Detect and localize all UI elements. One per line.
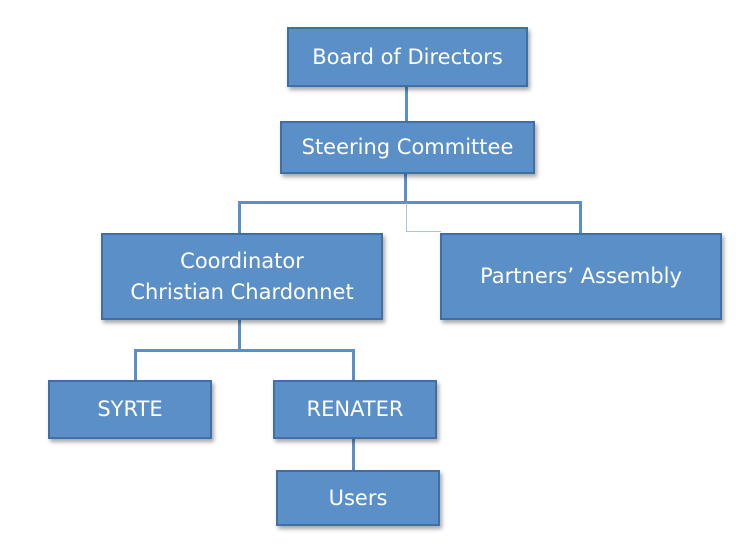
- node-renater: RENATER: [273, 380, 437, 439]
- node-steering-committee: Steering Committee: [280, 121, 535, 174]
- node-board-of-directors: Board of Directors: [287, 27, 528, 87]
- node-syrte-label: SYRTE: [97, 397, 163, 421]
- node-syrte: SYRTE: [48, 380, 212, 439]
- node-board-of-directors-label: Board of Directors: [312, 44, 503, 69]
- connector-steering-branch: [238, 201, 582, 204]
- connector-board-steering: [405, 86, 408, 122]
- connector-coordinator-trunk: [238, 318, 241, 351]
- node-coordinator: Coordinator Christian Chardonnet: [101, 233, 383, 320]
- node-partners-assembly: Partners’ Assembly: [440, 233, 722, 320]
- connector-steering-thin-ledge: [406, 231, 441, 232]
- connector-to-coordinator: [238, 201, 241, 234]
- node-users-label: Users: [328, 485, 388, 510]
- node-renater-label: RENATER: [306, 397, 404, 421]
- connector-to-renater: [352, 349, 355, 381]
- node-steering-committee-label: Steering Committee: [301, 135, 514, 159]
- node-partners-assembly-label: Partners’ Assembly: [480, 264, 682, 288]
- connector-to-syrte: [134, 349, 137, 381]
- connector-steering-thin-drop: [406, 203, 407, 232]
- node-coordinator-name: Christian Chardonnet: [130, 279, 354, 304]
- connector-renater-users: [352, 437, 355, 471]
- connector-to-partners: [579, 201, 582, 234]
- connector-steering-trunk: [404, 172, 407, 203]
- node-users: Users: [276, 470, 440, 526]
- connector-coordinator-branch: [134, 349, 355, 352]
- node-coordinator-title: Coordinator: [180, 248, 304, 273]
